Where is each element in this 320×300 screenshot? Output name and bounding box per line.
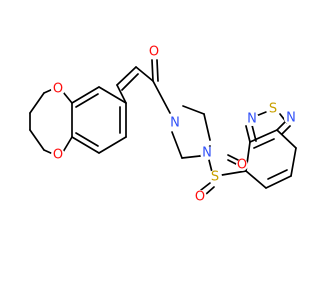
bond	[152, 80, 171, 114]
bond	[156, 59, 159, 82]
bond	[276, 121, 286, 131]
atom-oxygen: O	[53, 82, 63, 97]
sulfonyl-group	[200, 154, 247, 196]
bond	[71, 136, 100, 154]
atom-nitrogen: N	[170, 116, 180, 131]
molecule-canvas: O O O N N S O O N S N	[29, 45, 298, 205]
bond	[203, 113, 211, 141]
bond	[182, 105, 205, 115]
bond	[267, 169, 288, 180]
atom-oxygen: O	[195, 190, 205, 205]
atom-oxygen: O	[237, 158, 247, 173]
bond	[98, 136, 127, 154]
atom-nitrogen: N	[286, 111, 296, 126]
dioxepine-ring	[29, 88, 73, 155]
bond	[276, 129, 297, 149]
bond	[71, 86, 100, 104]
atom-nitrogen: N	[247, 112, 257, 127]
enone-linker	[116, 59, 171, 114]
bond	[171, 131, 183, 159]
bond	[75, 93, 99, 108]
bond	[135, 66, 154, 82]
benzothiadiazole-benzene	[245, 129, 297, 189]
bond	[151, 59, 154, 82]
bond	[75, 132, 99, 147]
bond	[62, 136, 73, 153]
bond	[62, 91, 73, 104]
bond	[245, 125, 251, 143]
bond	[116, 84, 127, 104]
bond	[200, 182, 211, 191]
bond	[251, 124, 257, 142]
bond	[221, 170, 247, 176]
bond	[204, 186, 215, 196]
bond	[253, 138, 275, 149]
molecule-structure: O O O N N S O O N S N	[29, 45, 298, 205]
bond	[281, 125, 291, 135]
bond	[265, 175, 292, 189]
bond	[208, 159, 213, 173]
bond	[245, 170, 267, 189]
benzene-ring	[71, 86, 127, 154]
atom-nitrogen: N	[202, 146, 212, 161]
bond	[227, 154, 239, 161]
atom-sulfur: S	[269, 102, 277, 117]
bond	[116, 66, 137, 86]
bond	[29, 129, 45, 151]
bond	[121, 73, 139, 91]
bond	[290, 147, 297, 177]
bond	[249, 129, 278, 143]
bond	[29, 92, 45, 114]
atom-labels: O O O N N S O O N S N	[51, 45, 298, 205]
bond	[98, 86, 127, 104]
atom-oxygen: O	[149, 45, 159, 60]
atom-oxygen: O	[53, 148, 63, 163]
bond	[181, 155, 201, 159]
atom-sulfur: S	[211, 170, 219, 185]
